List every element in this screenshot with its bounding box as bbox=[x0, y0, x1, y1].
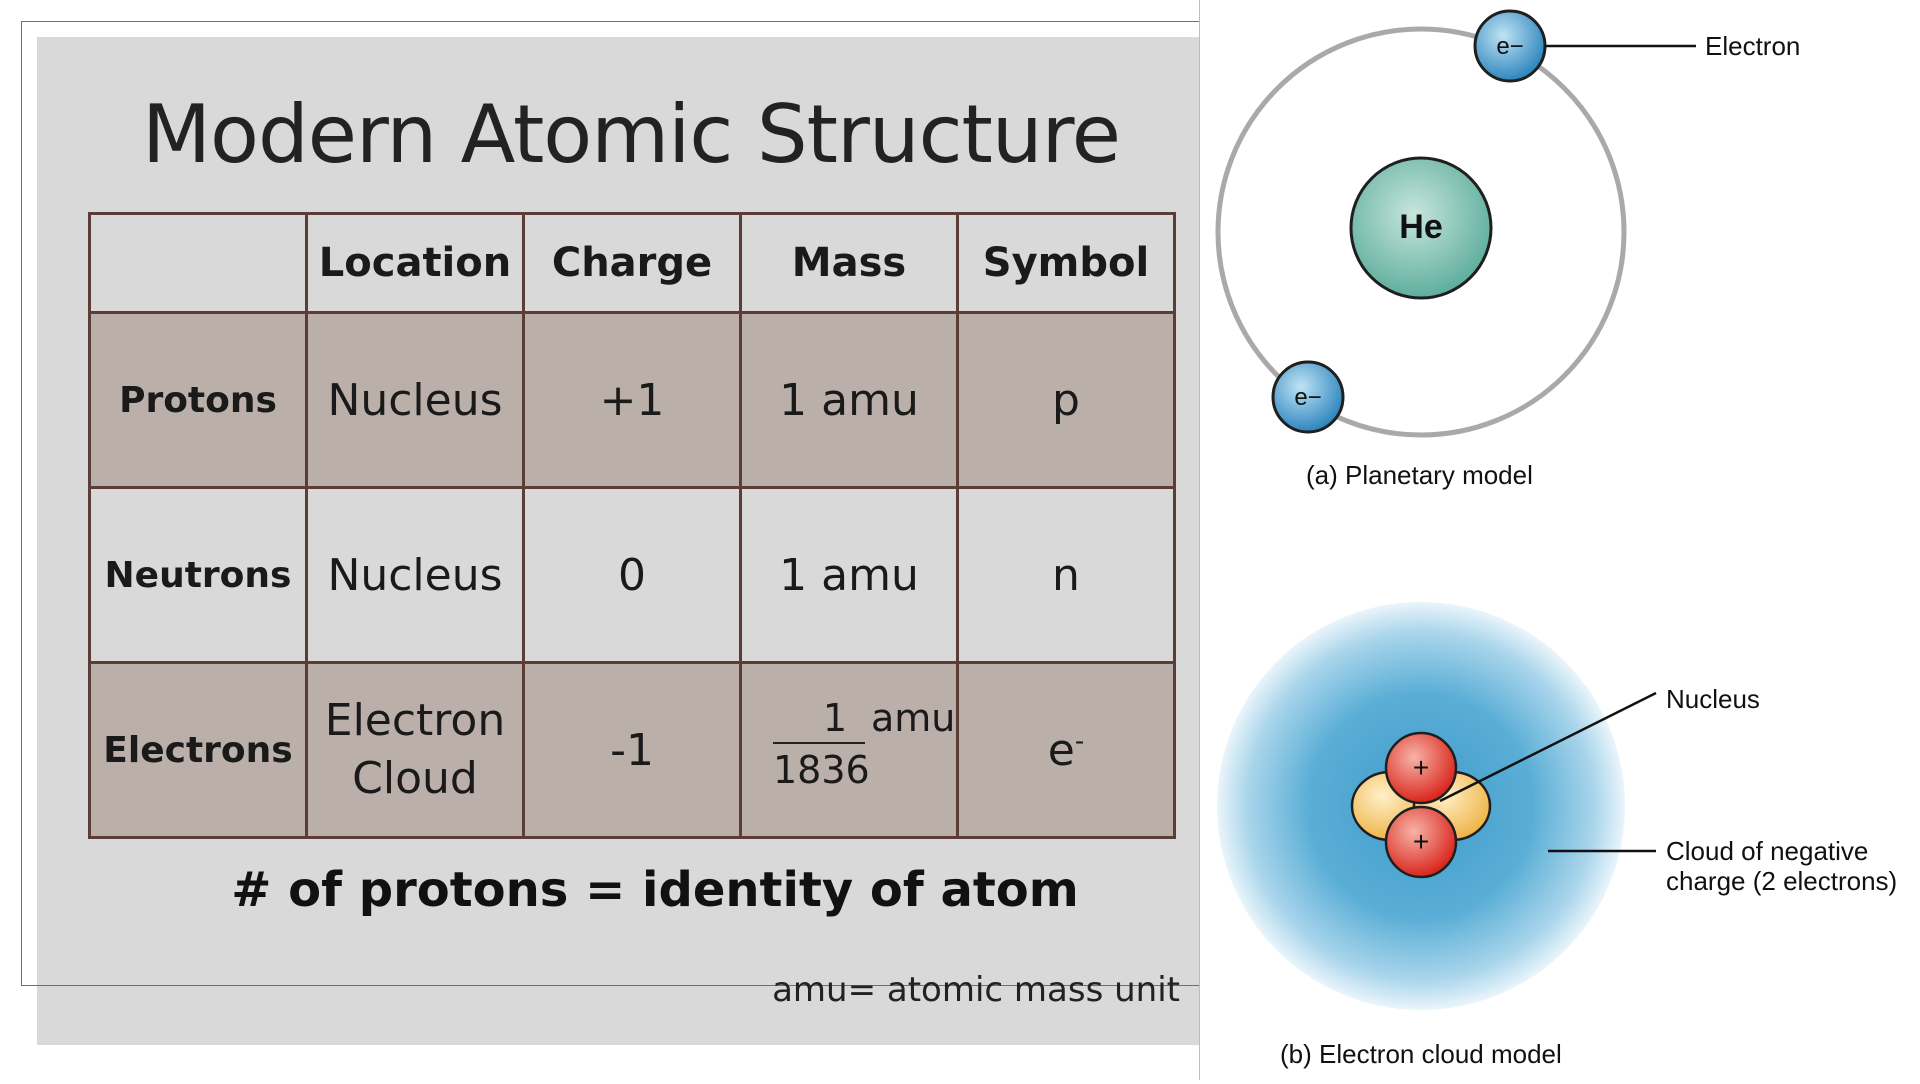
proton-top-label: + bbox=[1413, 752, 1429, 783]
protons-label: Protons bbox=[88, 311, 308, 489]
header-blank bbox=[88, 212, 308, 314]
electron-symbol-sup: - bbox=[1074, 725, 1085, 756]
electrons-mass: 1 1836 amu bbox=[739, 661, 959, 839]
electron-bottom bbox=[1271, 360, 1345, 434]
helium-label: He bbox=[1399, 208, 1442, 246]
fraction-unit: amu bbox=[871, 695, 956, 740]
planetary-caption: (a) Planetary model bbox=[1306, 460, 1533, 490]
proton-bottom-label: + bbox=[1413, 826, 1429, 857]
electron-symbol-base: e bbox=[1047, 724, 1075, 776]
proton-bottom bbox=[1384, 805, 1458, 879]
table-row-neutrons: Neutrons Nucleus 0 1 amu n bbox=[88, 486, 1176, 664]
slide-frame bbox=[21, 21, 1202, 986]
cloud-callout-line1: Cloud of negative bbox=[1666, 836, 1868, 866]
nucleus-callout-line bbox=[1439, 691, 1657, 803]
cloud-callout-line2: charge (2 electrons) bbox=[1666, 866, 1897, 896]
amu-note: amu= atomic mass unit bbox=[772, 970, 1180, 1010]
proton-top bbox=[1384, 731, 1458, 805]
helium-nucleus bbox=[1349, 156, 1493, 300]
table-header-row: Location Charge Mass Symbol bbox=[88, 212, 1176, 314]
neutrons-symbol: n bbox=[956, 486, 1176, 664]
fraction-bar bbox=[773, 741, 865, 744]
neutrons-mass: 1 amu bbox=[739, 486, 959, 664]
electrons-symbol: e- bbox=[956, 661, 1176, 839]
header-mass: Mass bbox=[739, 212, 959, 314]
slide-title: Modern Atomic Structure bbox=[142, 88, 1121, 181]
fraction-denominator: 1836 bbox=[773, 747, 870, 792]
header-location: Location bbox=[305, 212, 525, 314]
electron-callout: Electron bbox=[1705, 31, 1800, 61]
protons-charge: +1 bbox=[522, 311, 742, 489]
electrons-location: Electron Cloud bbox=[305, 661, 525, 839]
particle-table: Location Charge Mass Symbol Protons Nucl… bbox=[88, 212, 1176, 839]
electrons-location-line2: Cloud bbox=[352, 753, 478, 804]
cloud-caption: (b) Electron cloud model bbox=[1280, 1039, 1562, 1069]
neutrons-label: Neutrons bbox=[88, 486, 308, 664]
electrons-location-line1: Electron bbox=[324, 695, 506, 746]
diagram-panel: He e− e− Electron (a) Planetary model + … bbox=[1199, 0, 1913, 1080]
table-row-electrons: Electrons Electron Cloud -1 1 1836 amu e… bbox=[88, 661, 1176, 839]
orbit-ring bbox=[1215, 26, 1627, 438]
nucleus-callout: Nucleus bbox=[1666, 684, 1760, 714]
electron-bottom-label: e− bbox=[1294, 384, 1321, 411]
table-row-protons: Protons Nucleus +1 1 amu p bbox=[88, 311, 1176, 489]
protons-symbol: p bbox=[956, 311, 1176, 489]
header-charge: Charge bbox=[522, 212, 742, 314]
protons-location: Nucleus bbox=[305, 311, 525, 489]
neutrons-charge: 0 bbox=[522, 486, 742, 664]
protons-mass: 1 amu bbox=[739, 311, 959, 489]
electron-top-label: e− bbox=[1496, 33, 1523, 60]
electrons-label: Electrons bbox=[88, 661, 308, 839]
neutrons-location: Nucleus bbox=[305, 486, 525, 664]
identity-note: # of protons = identity of atom bbox=[231, 862, 1079, 918]
fraction-numerator: 1 bbox=[822, 695, 848, 740]
electrons-charge: -1 bbox=[522, 661, 742, 839]
header-symbol: Symbol bbox=[956, 212, 1176, 314]
atom-models-diagram: He e− e− Electron (a) Planetary model + … bbox=[1215, 9, 1897, 1069]
mass-fraction: 1 1836 amu bbox=[759, 690, 955, 800]
